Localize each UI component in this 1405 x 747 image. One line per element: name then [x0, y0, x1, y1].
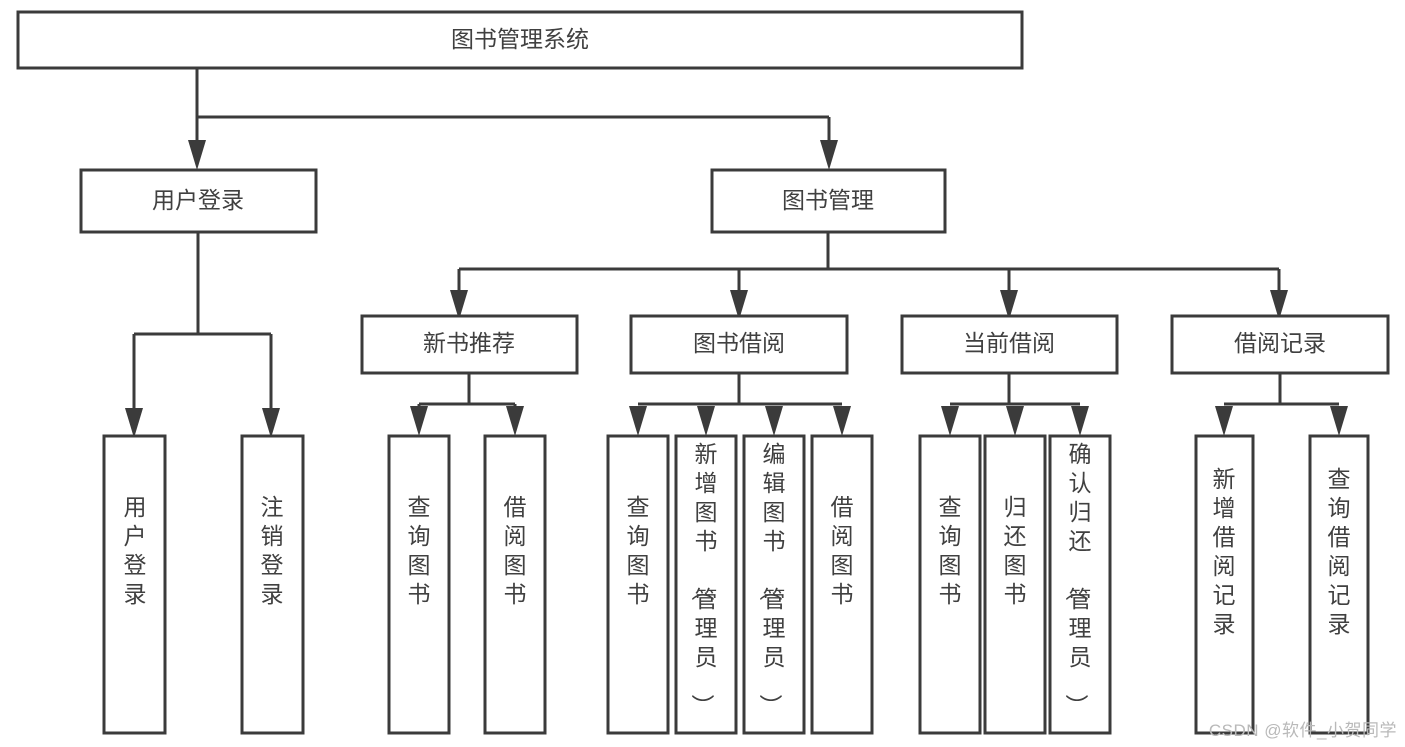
leaf-label: 新增借阅记录 — [1213, 466, 1236, 637]
leaf-label: 用户登录 — [124, 494, 147, 607]
connector-book-management-to-level3 — [450, 232, 1288, 320]
node-book-management-label: 图书管理 — [782, 187, 874, 213]
leaf-new-book-1[interactable]: 借阅图书 — [483, 434, 547, 735]
node-borrow-record-label: 借阅记录 — [1234, 330, 1326, 356]
node-new-book-recommend[interactable]: 新书推荐 — [360, 314, 579, 375]
leaf-label: 查询图书 — [939, 494, 962, 607]
leaf-label: 新增图书（管理员） — [690, 441, 718, 717]
node-current-borrow-label: 当前借阅 — [963, 330, 1055, 356]
node-book-management[interactable]: 图书管理 — [710, 168, 947, 234]
leaf-label: 借阅图书 — [504, 494, 527, 607]
node-new-book-recommend-label: 新书推荐 — [423, 330, 515, 356]
leaf-book-borrow-3[interactable]: 借阅图书 — [810, 434, 874, 735]
leaf-label: 查询图书 — [408, 494, 431, 607]
leaf-current-borrow-2[interactable]: 确认归还（管理员） — [1048, 434, 1112, 735]
csdn-watermark: CSDN @软件_小贺同学 — [1208, 721, 1397, 740]
node-book-borrow[interactable]: 图书借阅 — [629, 314, 849, 375]
leaf-borrow-record-0[interactable]: 新增借阅记录 — [1194, 434, 1255, 735]
connector-book-borrow-to-leaves — [629, 373, 851, 436]
node-root[interactable]: 图书管理系统 — [16, 10, 1024, 70]
connector-current-borrow-to-leaves — [941, 373, 1089, 436]
leaf-new-book-0[interactable]: 查询图书 — [387, 434, 451, 735]
leaf-borrow-record-1[interactable]: 查询借阅记录 — [1308, 434, 1370, 735]
node-borrow-record[interactable]: 借阅记录 — [1170, 314, 1390, 375]
node-user-login[interactable]: 用户登录 — [79, 168, 318, 234]
leaf-book-borrow-0[interactable]: 查询图书 — [606, 434, 670, 735]
leaf-label: 确认归还（管理员） — [1064, 441, 1092, 717]
leaf-current-borrow-1[interactable]: 归还图书 — [983, 434, 1047, 735]
connector-user-login-to-leaves — [125, 232, 280, 438]
leaf-user-login-0[interactable]: 用户登录 — [102, 434, 167, 735]
leaf-current-borrow-0[interactable]: 查询图书 — [918, 434, 982, 735]
node-user-login-label: 用户登录 — [152, 187, 244, 213]
leaf-user-login-1[interactable]: 注销登录 — [240, 434, 305, 735]
node-book-borrow-label: 图书借阅 — [693, 330, 785, 356]
connector-borrow-record-to-leaves — [1215, 373, 1348, 436]
leaf-label: 查询借阅记录 — [1328, 466, 1351, 637]
leaf-book-borrow-2[interactable]: 编辑图书（管理员） — [742, 434, 806, 735]
leaf-label: 借阅图书 — [831, 494, 854, 607]
connector-root-to-level2 — [188, 68, 838, 170]
node-root-label: 图书管理系统 — [451, 26, 589, 52]
connector-new-book-to-leaves — [410, 373, 524, 436]
leaf-label: 查询图书 — [627, 494, 650, 607]
leaf-label: 注销登录 — [261, 494, 284, 607]
leaf-label: 归还图书 — [1004, 494, 1027, 607]
leaf-label: 编辑图书（管理员） — [758, 441, 786, 717]
leaf-book-borrow-1[interactable]: 新增图书（管理员） — [674, 434, 738, 735]
node-current-borrow[interactable]: 当前借阅 — [900, 314, 1119, 375]
